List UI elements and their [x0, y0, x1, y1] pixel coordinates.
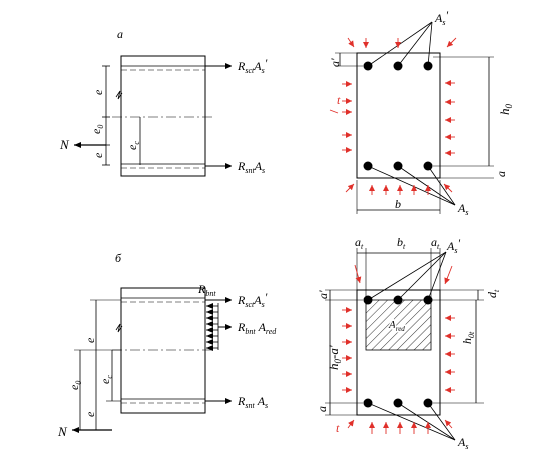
t-label: t: [337, 93, 341, 107]
rbnt-label: Rbnt: [197, 282, 216, 298]
e0-label-b: e0: [67, 381, 83, 390]
a-prime-label-b: a': [316, 290, 330, 299]
break-mark-b: [115, 323, 123, 333]
stress-block: [206, 303, 219, 351]
e0-label: e0: [89, 125, 105, 134]
e-upper-label: e: [91, 89, 105, 95]
section-b-outline: [356, 289, 441, 416]
e-upper-label-b: e: [83, 337, 97, 343]
n-label-b: N: [57, 424, 68, 439]
panel-b-letter: б: [115, 251, 122, 265]
h0-a-label: h0-a': [326, 345, 343, 370]
member-b-outline: [120, 287, 206, 414]
as-prime-label: As': [434, 8, 448, 27]
section-b: Ared As' As at bt at a' h0-a' a: [315, 235, 501, 451]
a-label: a: [494, 171, 508, 177]
break-mark: [115, 90, 123, 100]
top-force-label: RsctAs': [237, 56, 268, 75]
section-a-outline: [356, 52, 441, 179]
e-lower-label: e: [91, 152, 105, 158]
section-a: As' As a' h0 a b t: [328, 8, 514, 217]
as-prime-label-b: As': [446, 236, 460, 255]
h0t-label: h0t: [460, 331, 476, 344]
at-left-label: at: [355, 235, 364, 251]
e-lower-label-b: e: [83, 411, 97, 417]
panel-a-letter: a: [117, 27, 123, 41]
panel-a-elevation: a N e e0 e ec RsctAs' RsntAs: [59, 27, 268, 177]
bt-label: bt: [397, 235, 406, 251]
heat-arrows-b: [342, 264, 455, 434]
at-right-label: at: [431, 235, 440, 251]
as-label: As: [457, 201, 468, 217]
a-label-b: a: [315, 406, 329, 412]
bottom-force-label: RsntAs: [237, 159, 265, 175]
as-prime-leader-1: [367, 21, 433, 67]
h0-label: h0: [497, 104, 514, 116]
ec-label: ec: [125, 141, 141, 150]
heat-arrows-a: [329, 37, 457, 195]
n-label: N: [59, 137, 70, 152]
ec-label-b: ec: [98, 375, 114, 384]
ared-label: Ared: [388, 319, 405, 333]
member-outline: [120, 55, 206, 177]
as-label-b: As: [457, 435, 468, 451]
a-prime-label: a': [328, 58, 342, 67]
b-label: b: [395, 197, 401, 211]
top-force-label-b: RsctAs': [237, 290, 268, 309]
reduced-area: [365, 299, 432, 351]
dt-label: dt: [485, 289, 501, 298]
t-label-b: t: [336, 421, 340, 435]
